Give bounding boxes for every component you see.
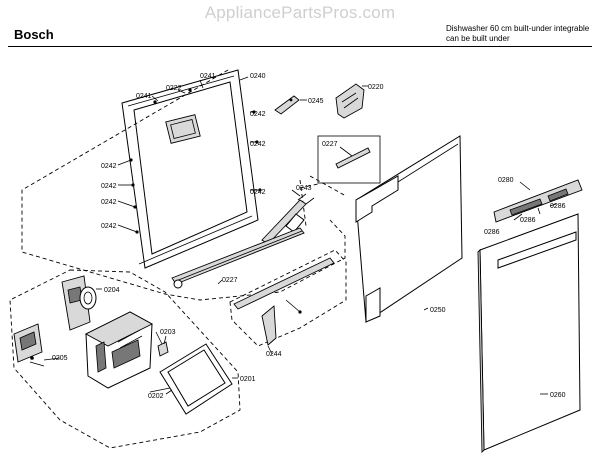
watermark-text: AppliancePartsPros.com [204, 3, 396, 22]
leader-0205 [43, 357, 61, 361]
part-handle-0280 [493, 179, 583, 223]
callout-0242-l2: 0242 [101, 183, 117, 190]
part-rail-0244 [233, 257, 335, 355]
part-knob-0203 [157, 335, 169, 357]
callout-0201: 0201 [240, 376, 256, 383]
callout-0242-r3: 0242 [250, 189, 266, 196]
assembly-outline-0244 [229, 249, 347, 347]
callout-0260: 0260 [550, 392, 566, 399]
description-line-2: can be built under [446, 34, 510, 43]
callout-0244: 0244 [266, 351, 282, 358]
callout-0242-r1: 0242 [250, 111, 266, 118]
callout-0242-l1: 0242 [101, 163, 117, 170]
callout-0241-left: 0241 [136, 93, 152, 100]
part-bezel-0204 [61, 275, 102, 331]
callout-0250: 0250 [430, 307, 446, 314]
link-dash [299, 183, 319, 189]
part-rail-0227-box [317, 135, 381, 184]
callout-0242-l4: 0242 [101, 223, 117, 230]
frame-leaders [117, 76, 260, 233]
callout-0202: 0202 [148, 393, 164, 400]
model-description: Dishwasher 60 cm built-under integrable … [446, 24, 589, 44]
callout-0241-top: 0241 [200, 73, 216, 80]
callout-0205: 0205 [52, 355, 68, 362]
callout-0242-r2: 0242 [250, 141, 266, 148]
description-line-1: Dishwasher 60 cm built-under integrable [446, 24, 590, 33]
leader-0202 [149, 387, 171, 393]
callout-labels: 0240 0241 0222 0241 0242 0242 0242 0242 … [52, 73, 566, 400]
part-panel-0205 [13, 323, 45, 367]
callout-0286-mid: 0286 [520, 217, 536, 224]
callout-0242-l3: 0242 [101, 199, 117, 206]
frame-window [165, 114, 201, 144]
callout-0204: 0204 [104, 287, 120, 294]
callout-0220: 0220 [368, 84, 384, 91]
inner-door-frame [121, 69, 262, 269]
part-strip-0227 [171, 227, 305, 289]
brand-title: Bosch [14, 27, 54, 42]
callout-0222: 0222 [166, 85, 182, 92]
part-bracket-0220 [335, 83, 368, 119]
callout-0286-right: 0286 [550, 203, 566, 210]
header-separator [8, 46, 592, 47]
part-gasket-0202 [159, 343, 233, 415]
callout-0240: 0240 [250, 73, 266, 80]
callout-0245: 0245 [308, 98, 324, 105]
assembly-outline-main [21, 69, 346, 301]
part-panel-0250 [355, 135, 463, 323]
part-module-0201 [85, 311, 153, 389]
part-clip-0245 [274, 95, 307, 115]
callout-0243: 0243 [296, 185, 312, 192]
callout-0227-strip: 0227 [222, 277, 238, 284]
callout-0203: 0203 [160, 329, 176, 336]
callout-0227-box: 0227 [322, 141, 338, 148]
leader-0203 [155, 331, 163, 345]
assembly-outline-link [299, 175, 347, 227]
part-outer-door-0260 [477, 213, 581, 454]
callout-0286-left: 0286 [484, 229, 500, 236]
assembly-outline-controls [9, 269, 241, 449]
callout-0280: 0280 [498, 177, 514, 184]
